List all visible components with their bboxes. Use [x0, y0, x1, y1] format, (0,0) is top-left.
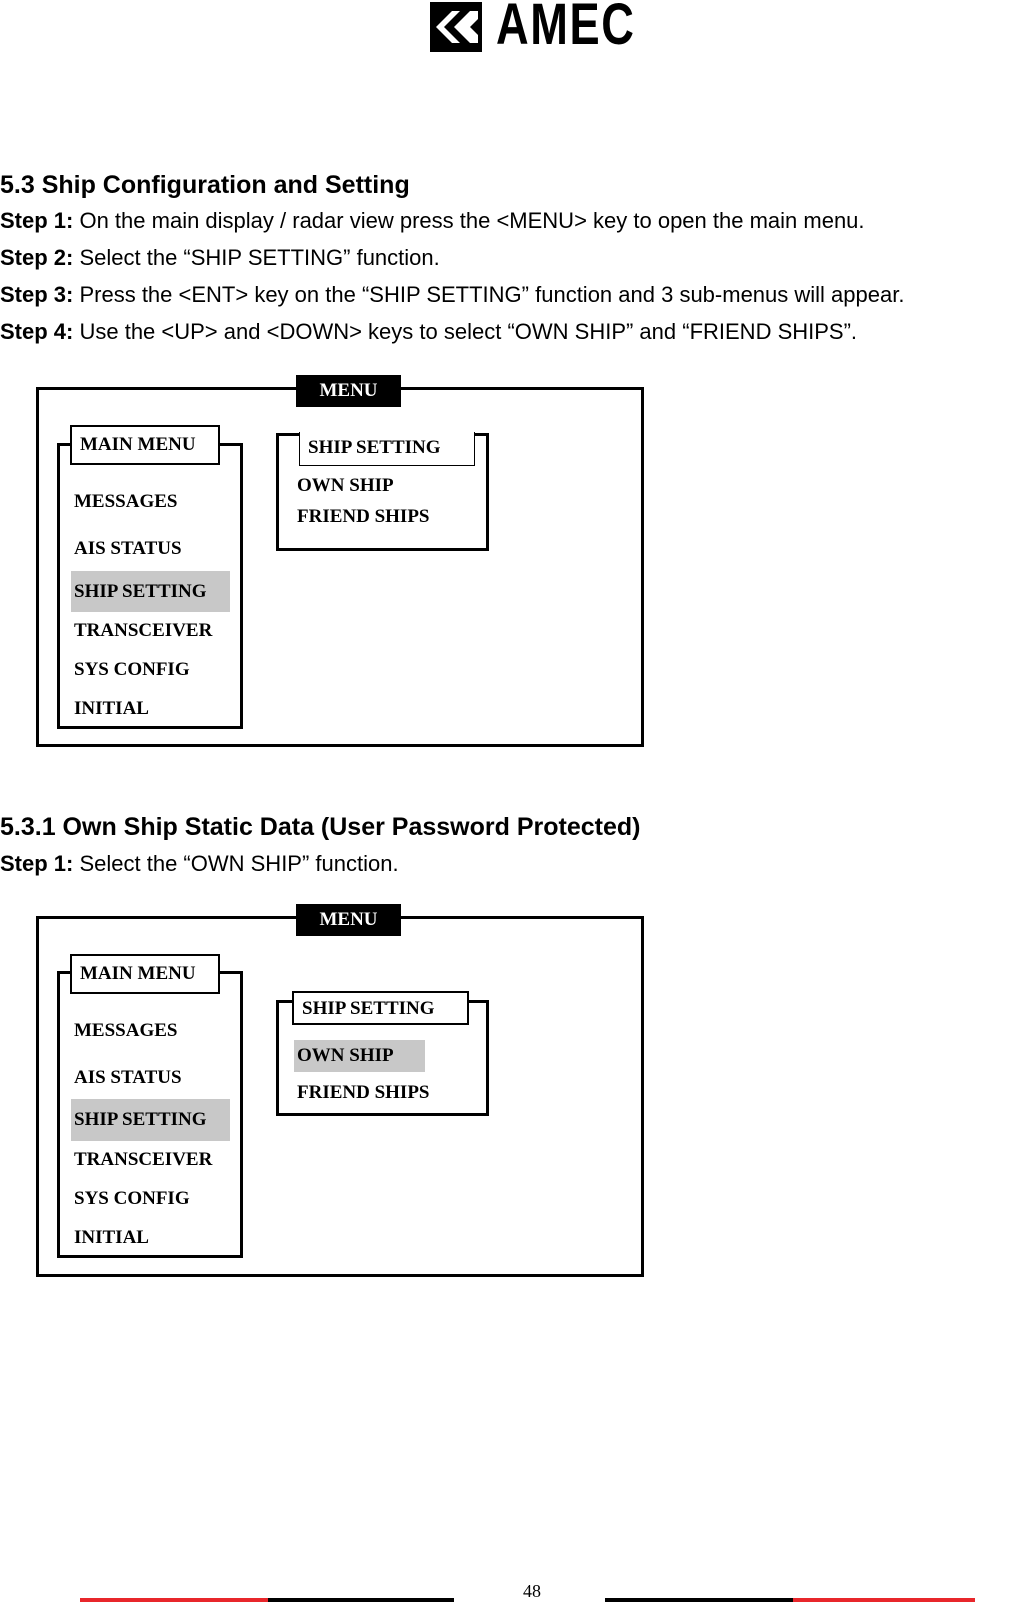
section-heading-5-3-1: 5.3.1 Own Ship Static Data (User Passwor…: [0, 813, 641, 841]
submenu-item-own-ship[interactable]: OWN SHIP: [297, 475, 394, 496]
step-text: Select the “SHIP SETTING” function.: [73, 245, 440, 270]
step-line: Step 3: Press the <ENT> key on the “SHIP…: [0, 281, 904, 309]
submenu-item-own-ship[interactable]: OWN SHIP: [297, 1045, 394, 1066]
step-label: Step 1:: [0, 208, 74, 233]
main-menu-item-transceiver[interactable]: TRANSCEIVER: [74, 1149, 213, 1170]
step-line: Step 1: Select the “OWN SHIP” function.: [0, 850, 399, 878]
footer-rule-black-left: [268, 1598, 454, 1602]
menu-tag: MENU: [296, 375, 401, 407]
main-menu-item-sys-config[interactable]: SYS CONFIG: [74, 1188, 190, 1209]
main-menu-item-sys-config[interactable]: SYS CONFIG: [74, 659, 190, 680]
step-line: Step 1: On the main display / radar view…: [0, 207, 865, 235]
step-text: Select the “OWN SHIP” function.: [73, 851, 399, 876]
step-line: Step 4: Use the <UP> and <DOWN> keys to …: [0, 318, 857, 346]
main-menu-title: MAIN MENU: [70, 425, 220, 465]
step-text: Use the <UP> and <DOWN> keys to select “…: [73, 319, 858, 344]
main-menu-title: MAIN MENU: [70, 954, 220, 994]
submenu-item-friend-ships[interactable]: FRIEND SHIPS: [297, 506, 430, 527]
footer-rule-black-right: [605, 1598, 793, 1602]
step-label: Step 1:: [0, 851, 74, 876]
step-label: Step 4:: [0, 319, 74, 344]
main-menu-item-initial[interactable]: INITIAL: [74, 698, 149, 719]
menu-tag: MENU: [296, 904, 401, 936]
submenu-item-friend-ships[interactable]: FRIEND SHIPS: [297, 1082, 430, 1103]
footer-rule-red-right: [793, 1598, 975, 1602]
menu-selection-highlight: [71, 571, 230, 612]
section-heading-5-3: 5.3 Ship Configuration and Setting: [0, 171, 410, 199]
page-number: 48: [523, 1581, 541, 1601]
main-menu-item-ship-setting[interactable]: SHIP SETTING: [74, 1109, 207, 1130]
main-menu-item-messages[interactable]: MESSAGES: [74, 491, 178, 512]
main-menu-item-initial[interactable]: INITIAL: [74, 1227, 149, 1248]
main-menu-item-ais-status[interactable]: AIS STATUS: [74, 1067, 182, 1088]
footer-rule-red-left: [80, 1598, 268, 1602]
step-label: Step 3:: [0, 282, 74, 307]
submenu-title: SHIP SETTING: [299, 432, 475, 466]
submenu-selection-highlight: [294, 1040, 425, 1072]
amec-wordmark: AMEC: [496, 0, 636, 57]
step-text: Press the <ENT> key on the “SHIP SETTING…: [73, 282, 905, 307]
step-text: On the main display / radar view press t…: [73, 208, 865, 233]
amec-emblem-icon: [430, 2, 482, 52]
main-menu-item-ais-status[interactable]: AIS STATUS: [74, 538, 182, 559]
main-menu-item-transceiver[interactable]: TRANSCEIVER: [74, 620, 213, 641]
step-line: Step 2: Select the “SHIP SETTING” functi…: [0, 244, 440, 272]
main-menu-item-ship-setting[interactable]: SHIP SETTING: [74, 581, 207, 602]
step-label: Step 2:: [0, 245, 74, 270]
main-menu-item-messages[interactable]: MESSAGES: [74, 1020, 178, 1041]
submenu-title: SHIP SETTING: [292, 991, 469, 1025]
amec-logo: AMEC: [430, 0, 634, 54]
menu-selection-highlight: [71, 1099, 230, 1141]
